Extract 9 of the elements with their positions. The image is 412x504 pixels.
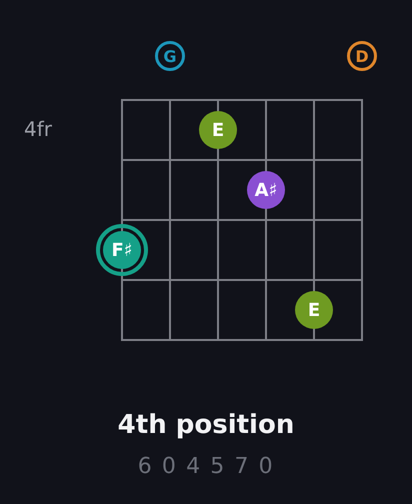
- open-string-marker: D: [347, 41, 377, 71]
- note-dot: A♯: [247, 171, 285, 209]
- chord-title: 4th position: [116, 410, 296, 440]
- fret-position-label: 4fr: [24, 117, 52, 141]
- note-dot: E: [295, 291, 333, 329]
- note-dot: E: [199, 111, 237, 149]
- root-note-dot: F♯: [96, 224, 148, 276]
- open-string-marker: G: [155, 41, 185, 71]
- fret-numbers: 6 0 4 5 7 0: [136, 454, 276, 479]
